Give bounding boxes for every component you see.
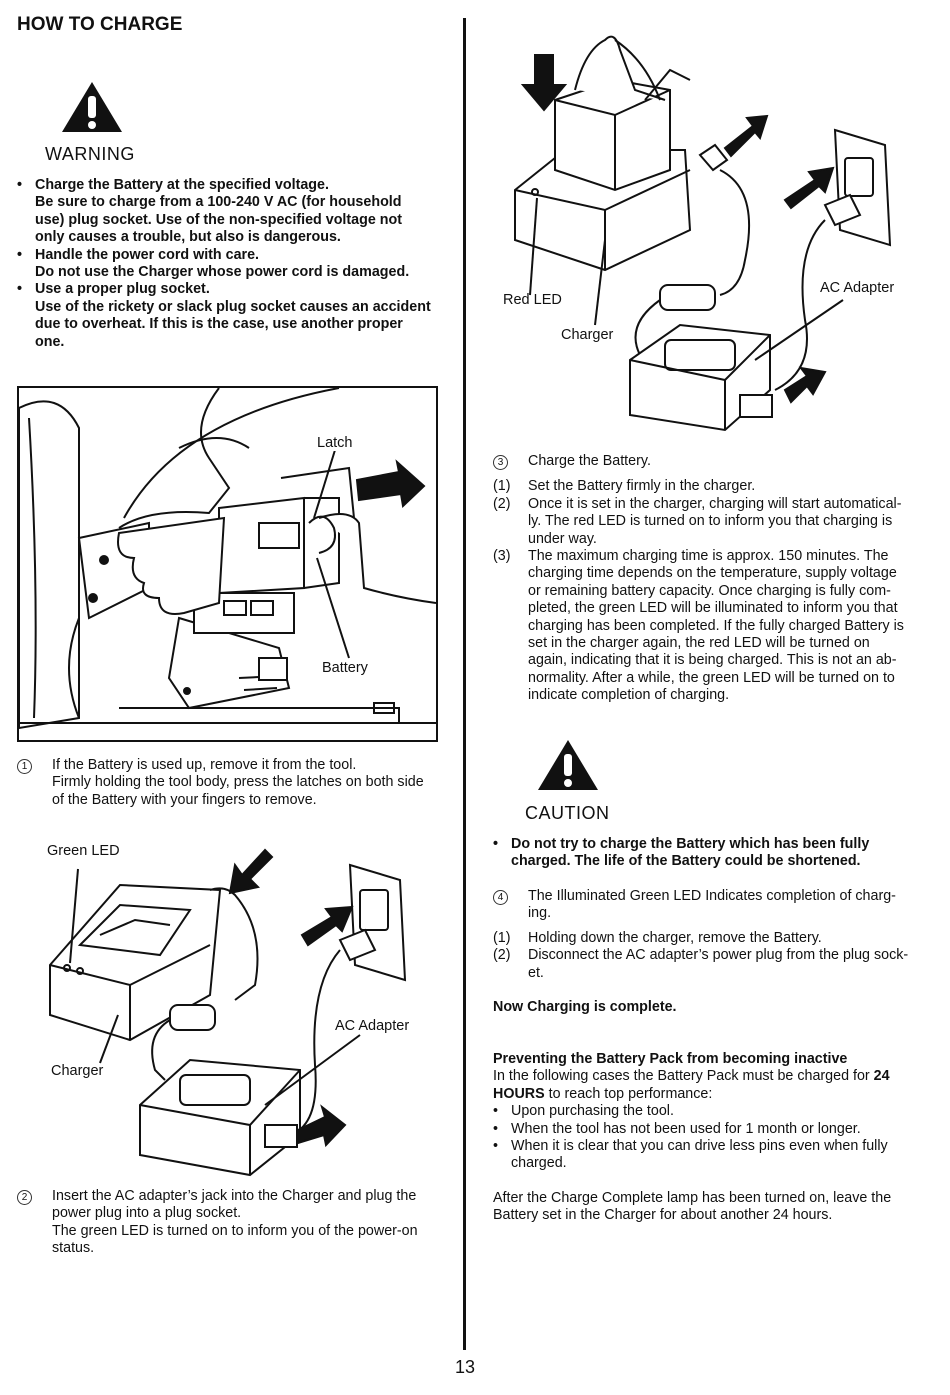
step-1: 1 If the Battery is used up, remove it f… — [17, 757, 457, 809]
step-4: 4 The Illuminated Green LED Indicates co… — [493, 888, 923, 982]
preventing-title: Preventing the Battery Pack from becomin… — [493, 1051, 848, 1067]
battery-in-charger-illustration — [514, 35, 892, 432]
step-4-marker: 4 — [493, 890, 508, 905]
step-2-marker: 2 — [17, 1190, 32, 1205]
warning-list: • Charge the Battery at the specified vo… — [17, 177, 452, 351]
step-3-marker: 3 — [493, 455, 508, 470]
warning-triangle-icon — [62, 82, 122, 132]
step-3-item: (1) Set the Battery firmly in the charge… — [493, 478, 756, 495]
preventing-bullet: • When it is clear that you can drive le… — [493, 1138, 888, 1172]
step-4-item: (2) Disconnect the AC adapter’s power pl… — [493, 947, 909, 981]
caution-item: • Do not try to charge the Battery which… — [493, 836, 870, 870]
step-1-marker: 1 — [17, 759, 32, 774]
step-4-item: (1) Holding down the charger, remove the… — [493, 929, 822, 946]
caution-list: • Do not try to charge the Battery which… — [493, 836, 923, 871]
warning-item: • Charge the Battery at the specified vo… — [17, 177, 402, 246]
label-red-led: Red LED — [503, 292, 562, 308]
warning-word: WARNING — [45, 144, 135, 164]
caution-triangle-icon — [538, 740, 598, 790]
label-charger: Charger — [561, 327, 614, 343]
charger-adapter-illustration — [49, 848, 407, 1177]
step-3-item: (2) Once it is set in the charger, charg… — [493, 495, 902, 547]
label-ac-adapter: AC Adapter — [820, 280, 895, 296]
label-latch: Latch — [317, 435, 353, 451]
warning-item: • Handle the power cord with care. Do no… — [17, 246, 410, 281]
preventing-intro: In the following cases the Battery Pack … — [493, 1068, 890, 1085]
warning-item: • Use a proper plug socket. Use of the r… — [17, 281, 431, 350]
label-ac-adapter: AC Adapter — [335, 1018, 410, 1034]
figure-remove-battery: Latch Battery — [17, 386, 438, 742]
tool-and-hands-illustration — [19, 388, 436, 730]
label-charger: Charger — [51, 1063, 104, 1079]
page-number: 13 — [455, 1357, 476, 1377]
column-divider — [463, 18, 466, 1350]
page-heading: HOW TO CHARGE — [17, 14, 183, 35]
preventing-bullet: •Upon purchasing the tool. — [493, 1103, 674, 1120]
step-3-item: (3) The maximum charging time is approx.… — [493, 548, 904, 704]
figure-charger-connection: Green LED Charger AC Adapter — [40, 835, 440, 1177]
caution-word: CAUTION — [525, 803, 610, 823]
preventing-bullet: •When the tool has not been used for 1 m… — [493, 1120, 861, 1137]
complete-note: Now Charging is complete. — [493, 999, 677, 1015]
preventing-section: Preventing the Battery Pack from becomin… — [493, 1051, 923, 1225]
label-green-led: Green LED — [47, 843, 120, 859]
label-battery: Battery — [322, 660, 368, 676]
step-3: 3 Charge the Battery. (1) Set the Batter… — [493, 453, 923, 705]
step-2: 2 Insert the AC adapter’s jack into the … — [17, 1188, 457, 1258]
figure-charging: Red LED Charger AC Adapter — [495, 30, 915, 450]
